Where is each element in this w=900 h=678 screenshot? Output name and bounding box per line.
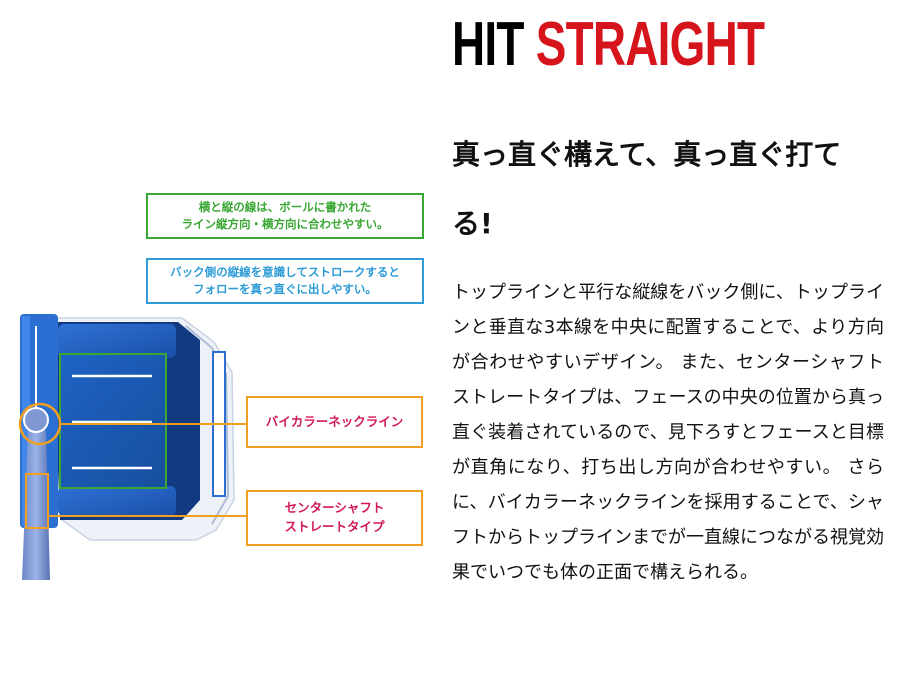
callout-back-line-line1: バック側の縦線を意識してストロークすると xyxy=(170,264,400,279)
callout-center-shaft-line2: ストレートタイプ xyxy=(284,519,385,534)
callout-center-shaft-line1: センターシャフト xyxy=(284,500,385,516)
subheading: 真っ直ぐ構えて、真っ直ぐ打てる! xyxy=(452,138,842,240)
callout-bicolor-neck: バイカラーネックライン xyxy=(246,396,423,448)
body-text: トップラインと平行な縦線をバック側に、トップラインと垂直な3本線を中央に配置する… xyxy=(452,282,884,583)
callout-cross-lines: 横と縦の線は、ボールに書かれた ライン縦方向・横方向に合わせやすい。 xyxy=(146,193,424,239)
callout-cross-lines-line2: ライン縦方向・横方向に合わせやすい。 xyxy=(181,217,389,231)
headline: HIT STRAIGHT xyxy=(452,14,765,76)
callout-cross-lines-line1: 横と縦の線は、ボールに書かれた xyxy=(198,199,372,214)
putter-illustration: 横と縦の線は、ボールに書かれた ライン縦方向・横方向に合わせやすい。 バック側の… xyxy=(0,0,440,678)
callout-back-line: バック側の縦線を意識してストロークすると フォローを真っ直ぐに出しやすい。 xyxy=(146,258,424,304)
putter-head-image xyxy=(18,314,246,580)
callout-center-shaft: センターシャフト ストレートタイプ xyxy=(246,490,423,546)
callout-bicolor-neck-label: バイカラーネックライン xyxy=(265,413,404,429)
callout-back-line-line2: フォローを真っ直ぐに出しやすい。 xyxy=(193,282,377,296)
headline-word-hit: HIT xyxy=(452,10,524,79)
headline-word-straight: STRAIGHT xyxy=(535,10,765,79)
